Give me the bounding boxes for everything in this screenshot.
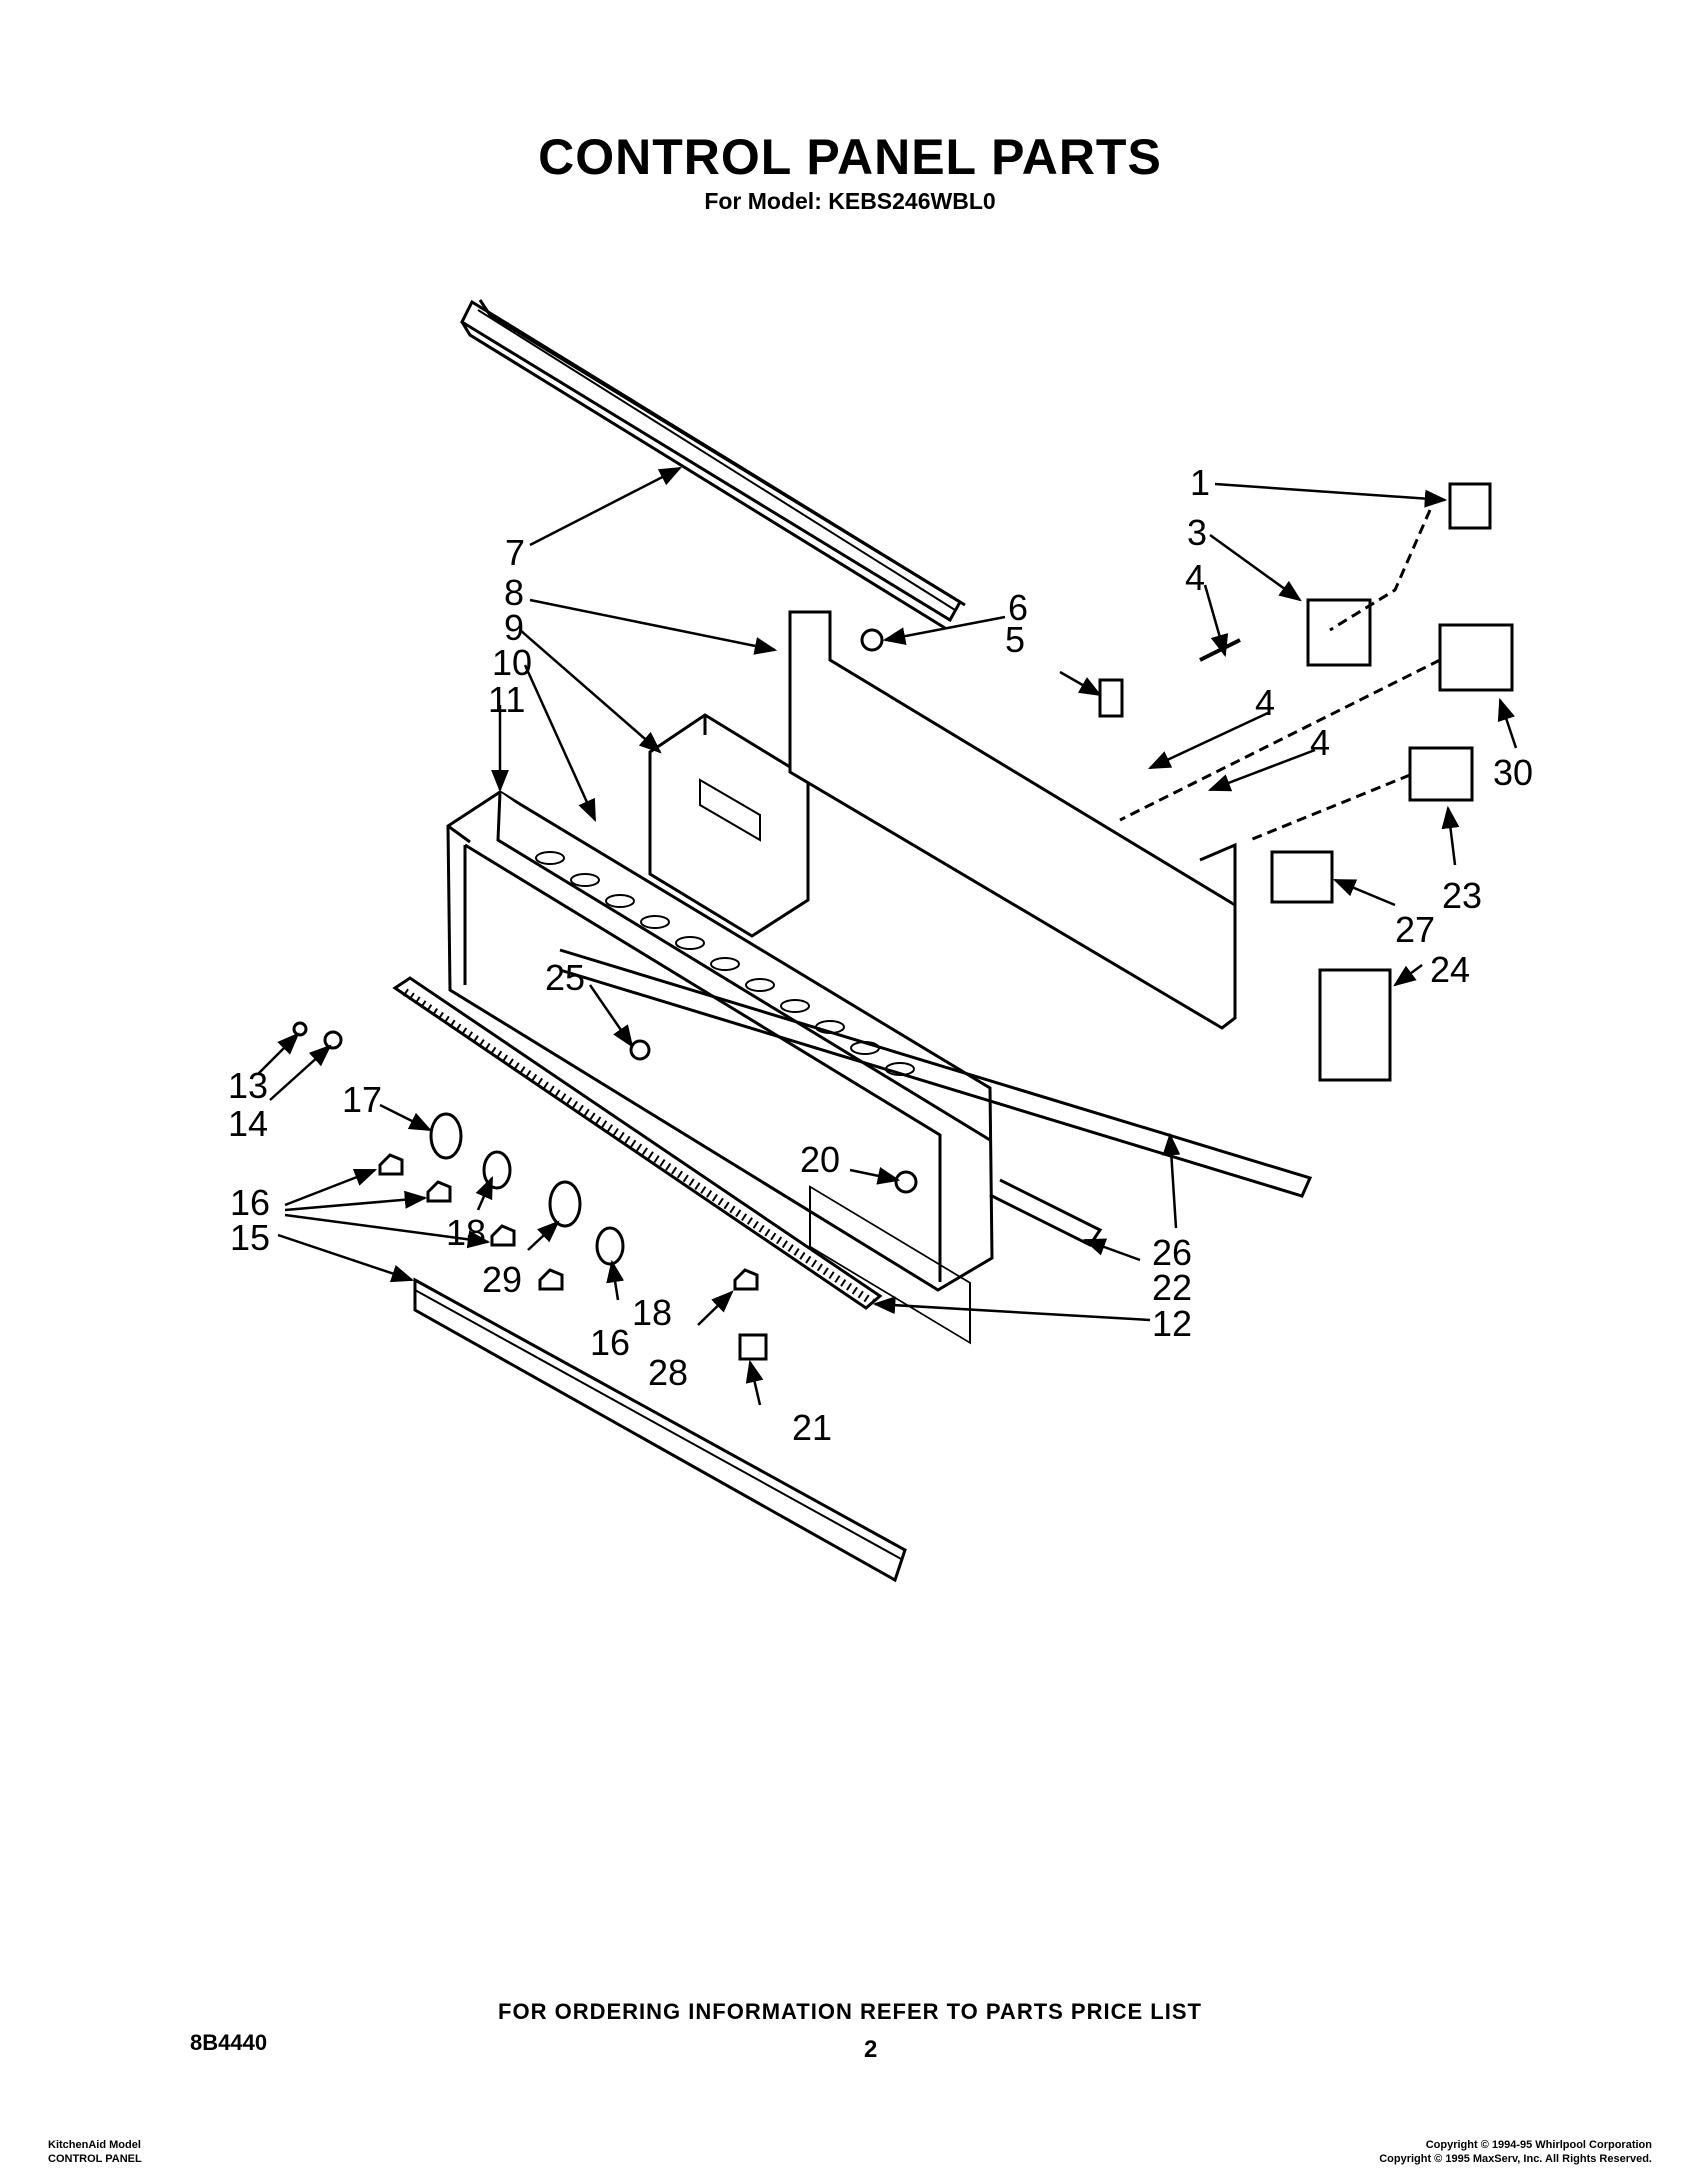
screw-13	[292, 1021, 308, 1037]
label-part-26: 26	[1152, 1232, 1192, 1273]
copyright-line-2: Copyright © 1995 MaxServ, Inc. All Right…	[1379, 2153, 1652, 2165]
ordering-note: FOR ORDERING INFORMATION REFER TO PARTS …	[498, 1999, 1202, 2024]
switch-23	[1408, 746, 1474, 802]
label-part-18b: 18	[632, 1292, 672, 1333]
footer-section-line: CONTROL PANEL	[48, 2153, 142, 2165]
label-part-29: 29	[482, 1259, 522, 1300]
label-part-20: 20	[800, 1139, 840, 1180]
label-part-12: 12	[1152, 1303, 1192, 1344]
label-part-9: 9	[504, 607, 524, 648]
display-board	[648, 713, 810, 938]
label-part-21: 21	[792, 1407, 832, 1448]
control-panel-housing	[446, 790, 994, 1292]
label-part-4c: 4	[1310, 722, 1330, 763]
top-trim-strip	[460, 299, 966, 630]
knobs-and-dials	[292, 628, 918, 1361]
disc-29	[548, 1180, 582, 1228]
part-number-labels: 1 3 4 4 4 5 6 7 8 9 10 11 12 13 14 15 16…	[228, 462, 1533, 1448]
label-part-15: 15	[230, 1217, 270, 1258]
footer-copyright: Copyright © 1994-95 Whirlpool Corporatio…	[1379, 2138, 1652, 2166]
document-number: 8B4440	[190, 2030, 268, 2055]
knob-16c	[490, 1224, 516, 1247]
label-part-7: 7	[505, 532, 525, 573]
label-part-1: 1	[1190, 462, 1210, 503]
knob-16a	[378, 1153, 404, 1176]
label-part-10: 10	[492, 642, 532, 683]
part-21	[738, 1333, 768, 1361]
switch-30	[1438, 623, 1514, 692]
knob-16b	[426, 1180, 452, 1203]
screw-20	[894, 1170, 918, 1194]
label-part-25: 25	[545, 957, 585, 998]
page-number: 2	[864, 2036, 878, 2063]
label-part-16b: 16	[590, 1322, 630, 1363]
footer-left: KitchenAid Model CONTROL PANEL	[48, 2138, 142, 2166]
page-title: CONTROL PANEL PARTS	[538, 129, 1162, 185]
screw-6	[860, 628, 884, 652]
dial-18b	[595, 1226, 625, 1266]
label-part-4b: 4	[1255, 682, 1275, 723]
callout-leaders	[257, 466, 1518, 1406]
switch-27	[1270, 850, 1334, 904]
label-part-6: 6	[1008, 587, 1028, 628]
screw-25	[629, 1039, 651, 1061]
screw-14	[323, 1030, 343, 1050]
label-part-11: 11	[488, 679, 525, 720]
label-part-28: 28	[648, 1352, 688, 1393]
label-part-27: 27	[1395, 909, 1435, 950]
slotted-strip	[392, 976, 883, 1310]
label-part-24: 24	[1430, 949, 1470, 990]
label-part-22: 22	[1152, 1267, 1192, 1308]
label-part-4a: 4	[1185, 557, 1205, 598]
label-part-17: 17	[342, 1079, 382, 1120]
label-part-16a: 16	[230, 1182, 270, 1223]
switch-components	[1098, 482, 1514, 1082]
label-part-13: 13	[228, 1065, 268, 1106]
model-line: For Model: KEBS246WBL0	[704, 188, 996, 214]
knob-16d	[538, 1268, 564, 1291]
copyright-line-1: Copyright © 1994-95 Whirlpool Corporatio…	[1425, 2139, 1652, 2151]
dial-18a	[482, 1150, 512, 1190]
label-part-3: 3	[1187, 512, 1207, 553]
bottom-trim-strip	[413, 1277, 907, 1583]
bracket-24	[1318, 968, 1392, 1082]
label-part-5: 5	[1005, 619, 1025, 660]
bottom-rails	[559, 948, 1313, 1247]
switch-1	[1448, 482, 1492, 530]
mounting-bracket	[788, 610, 1237, 1345]
footer-model-line: KitchenAid Model	[48, 2139, 141, 2151]
clip-5	[1098, 678, 1124, 718]
label-part-18a: 18	[446, 1212, 486, 1253]
label-part-8: 8	[504, 572, 524, 613]
disc-17	[429, 1112, 463, 1160]
label-part-23: 23	[1442, 875, 1482, 916]
label-part-30: 30	[1493, 752, 1533, 793]
label-part-14: 14	[228, 1103, 268, 1144]
switch-3	[1306, 598, 1372, 667]
knob-28	[733, 1268, 759, 1291]
